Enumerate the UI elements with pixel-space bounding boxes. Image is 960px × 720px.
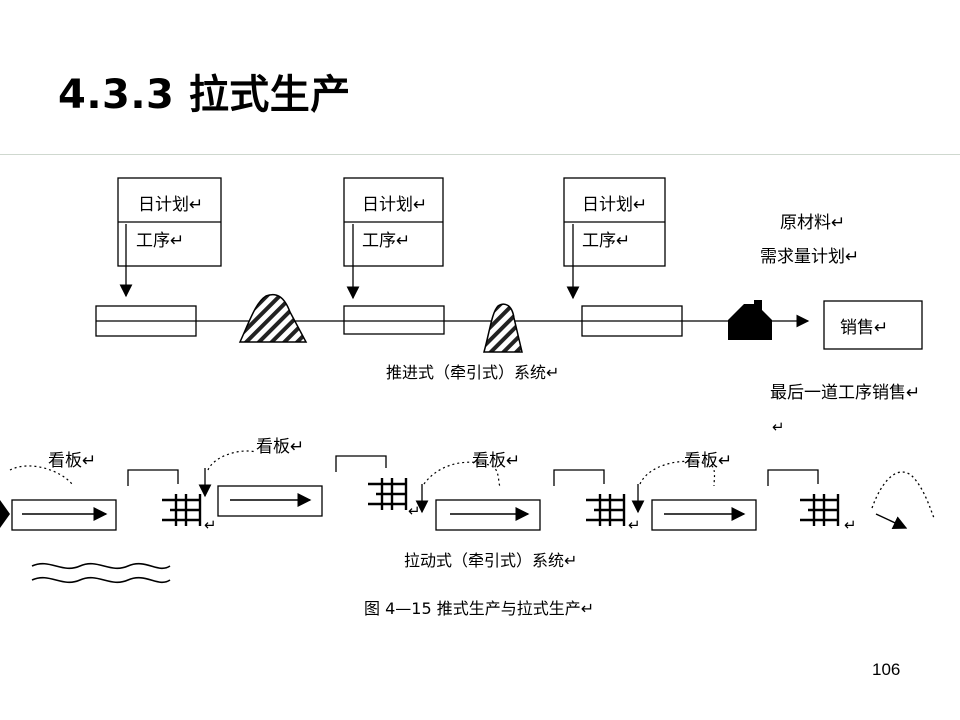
kanban-post-icon <box>368 478 408 510</box>
push-process-1 <box>95 305 197 337</box>
return-mark-1: ↵ <box>204 516 217 534</box>
schedule-box-2: 日计划↵ 工序↵ <box>343 177 444 300</box>
pull-process-3 <box>435 499 541 531</box>
figure-caption: 图 4—15 推式生产与拉式生产↵ <box>364 599 594 618</box>
title-divider <box>0 154 960 155</box>
return-mark-2: ↵ <box>408 502 421 520</box>
kanban-label-3: 看板↵ <box>472 451 520 471</box>
sales-label: 销售↵ <box>840 318 888 338</box>
slide-title: 4.3.3 拉式生产 <box>58 72 351 118</box>
kanban-arc-3 <box>423 461 501 487</box>
requirement-plan-label: 需求量计划↵ <box>760 247 859 267</box>
schedule-box-3: 日计划↵ 工序↵ <box>563 177 666 300</box>
return-mark-4: ↵ <box>844 516 857 534</box>
kanban-post-icon <box>586 494 626 526</box>
sales-box <box>823 300 923 350</box>
return-mark: ↵ <box>772 418 785 436</box>
schedule-box-1: 日计划↵ 工序↵ <box>117 177 222 298</box>
return-mark-3: ↵ <box>628 516 641 534</box>
kanban-arc-1 <box>9 465 73 485</box>
wavy-line-2 <box>31 576 171 584</box>
kanban-card-4 <box>767 469 819 486</box>
kanban-card-2 <box>335 455 387 472</box>
push-caption: 推进式（牵引式）系统↵ <box>386 363 559 382</box>
plan-label-2: 日计划↵ <box>362 195 427 215</box>
last-process-note: 最后一道工序销售↵ <box>770 383 920 403</box>
demand-arrow <box>875 513 908 530</box>
warehouse-icon <box>728 300 772 340</box>
plan-label-1: 日计划↵ <box>138 195 203 215</box>
kanban-post-icon <box>162 494 202 526</box>
raw-material-label: 原材料↵ <box>780 213 845 233</box>
kanban-arc-2 <box>207 450 257 471</box>
pull-process-2 <box>217 485 323 517</box>
push-process-2 <box>343 305 445 335</box>
process-label-3: 工序↵ <box>582 231 630 251</box>
inventory-pile-1 <box>238 293 308 343</box>
kanban-card-3 <box>553 469 605 486</box>
page-number: 106 <box>872 660 901 679</box>
kanban-label-4: 看板↵ <box>684 451 732 471</box>
kanban-post-icon <box>800 494 840 526</box>
inventory-pile-2 <box>483 303 523 353</box>
wavy-line-1 <box>31 562 171 570</box>
kanban-arc-4 <box>639 460 716 487</box>
demand-arc <box>871 471 935 519</box>
pull-caption: 拉动式（牵引式）系统↵ <box>404 551 577 570</box>
kanban-label-2: 看板↵ <box>256 437 304 457</box>
kanban-card-1 <box>127 469 179 486</box>
pull-process-4 <box>651 499 757 531</box>
process-label-1: 工序↵ <box>136 231 184 251</box>
kanban-label-1: 看板↵ <box>48 451 96 471</box>
process-label-2: 工序↵ <box>362 231 410 251</box>
push-process-3 <box>581 305 683 337</box>
plan-label-3: 日计划↵ <box>582 195 647 215</box>
pull-process-1 <box>0 499 117 531</box>
